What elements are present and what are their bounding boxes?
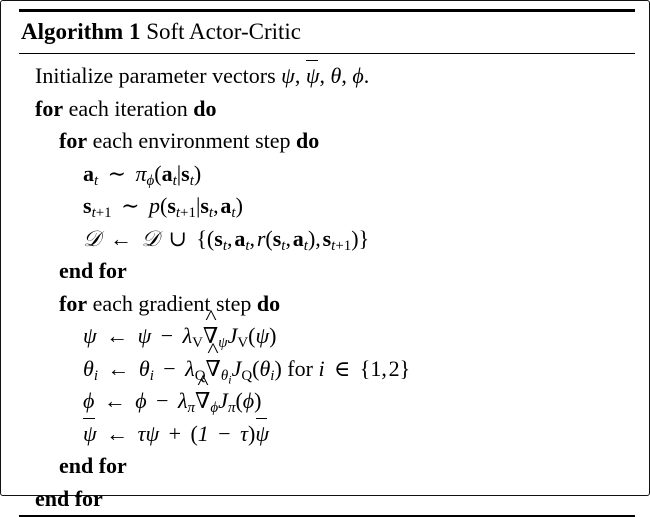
keyword-end-for: end for [35,485,103,511]
algorithm-top-rule [19,9,635,12]
algorithm-line-init: Initialize parameter vectors ψ, ψ, θ, ϕ. [19,60,635,93]
algorithm-line-append-buffer: 𝒟 ← 𝒟 ∪ {(st, at, r(st, at), st+1)} [19,223,635,256]
algorithm-line-end-for-gradient-step: end for [19,450,635,483]
nabla-hat-icon: ∇ [195,385,210,418]
math-update-theta: θi ← θi − λQ∇θiJQ(θi) [83,356,282,386]
keyword-for: for [59,128,88,153]
algorithm-line-sample-next-state: st+1 ∼ p(st+1|st, at) [19,190,635,223]
algorithm-title: Algorithm 1 Soft Actor-Critic [19,12,635,51]
algorithm-float: Algorithm 1 Soft Actor-Critic Initialize… [19,9,635,517]
algorithm-line-end-for-iteration: end for [19,483,635,516]
text-for-i: for [287,355,313,381]
algorithm-line-end-for-env-step: end for [19,255,635,288]
psi-bar-symbol: ψ [255,417,269,451]
math-i-in-set: i ∈ {1, 2} [318,355,411,381]
algorithm-line-for-iteration: for each iteration do [19,93,635,126]
keyword-do: do [296,128,320,153]
math-update-psi: ψ ← ψ − λV∇ψJV(ψ) [83,323,277,351]
algorithm-word: Algorithm 1 [21,19,141,44]
algorithm-line-update-psi-bar: ψ ← τψ + (1 − τ)ψ [19,417,635,451]
algorithm-line-update-theta: θi ← θi − λQ∇θiJQ(θi) for i ∈ {1, 2} [19,353,635,386]
keyword-end-for: end for [59,258,127,283]
text-each-iteration: each iteration [68,95,188,121]
keyword-for: for [35,95,64,121]
keyword-do: do [193,95,217,121]
keyword-for: for [59,290,88,316]
math-append-buffer: 𝒟 ← 𝒟 ∪ {(st, at, r(st, at), st+1)} [83,225,370,254]
algorithm-line-for-gradient-step: for each gradient step do [19,288,635,321]
nabla-hat-icon: ∇ [206,353,221,386]
math-update-phi: ϕ ← ϕ − λπ∇ϕJπ(ϕ) [83,388,261,416]
algorithm-line-update-psi: ψ ← ψ − λV∇ψJV(ψ) [19,320,635,353]
math-sample-action: at ∼ πϕ(at|st) [83,160,202,189]
text-each-gradient-step: each gradient step [92,290,252,316]
math-sample-next-state: st+1 ∼ p(st+1|st, at) [83,193,243,222]
algorithm-line-sample-action: at ∼ πϕ(at|st) [19,158,635,191]
text-each-environment-step: each environment step [92,128,291,153]
algorithm-body: Initialize parameter vectors ψ, ψ, θ, ϕ.… [19,54,635,515]
keyword-do: do [256,290,281,316]
keyword-end-for: end for [59,453,127,478]
algorithm-number-label: Algorithm 1 [21,19,140,44]
psi-bar-symbol: ψ [83,417,97,451]
algorithm-line-for-env-step: for each environment step do [19,125,635,158]
math-update-psi-bar: ψ ← τψ + (1 − τ)ψ [83,417,269,446]
algorithm-title-rule [19,53,635,54]
math-init-params: ψ, ψ, θ, ϕ. [281,60,369,88]
algorithm-page: Algorithm 1 Soft Actor-Critic Initialize… [0,0,650,496]
initialize-text: Initialize parameter vectors [35,63,276,88]
algorithm-title-text: Soft Actor-Critic [146,19,301,44]
psi-bar-symbol: ψ [306,60,320,93]
algorithm-line-update-phi: ϕ ← ϕ − λπ∇ϕJπ(ϕ) [19,385,635,418]
